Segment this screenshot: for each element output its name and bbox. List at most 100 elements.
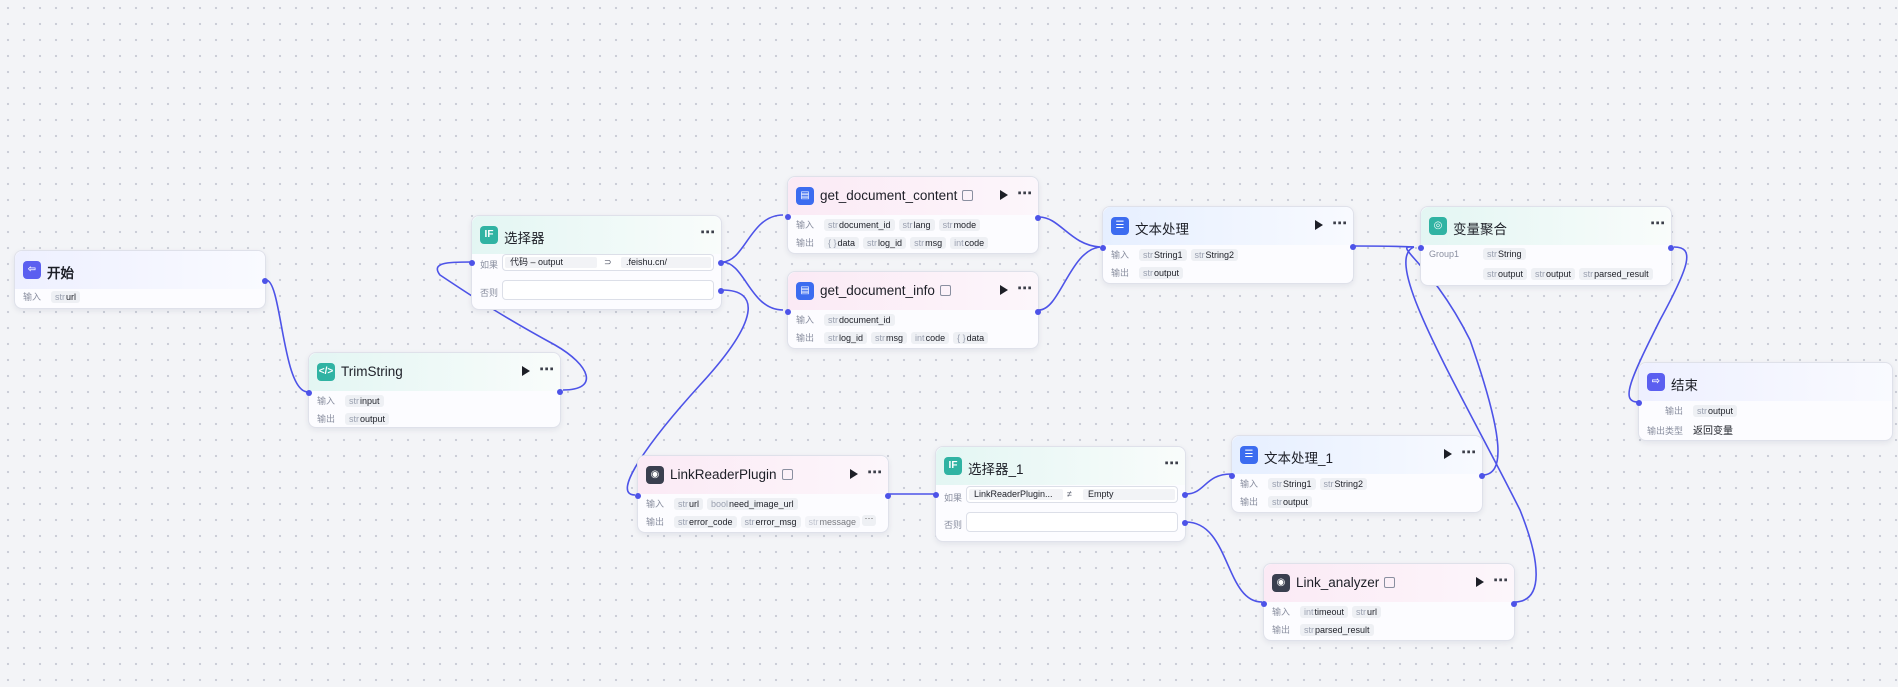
node-title: get_document_content: [820, 188, 958, 203]
var-tag: strString2: [1190, 249, 1239, 261]
input-port[interactable]: [306, 390, 312, 396]
var-tag: inttimeout: [1300, 606, 1349, 618]
else-box[interactable]: [502, 280, 714, 300]
input-port[interactable]: [785, 214, 791, 220]
output-port[interactable]: [885, 493, 891, 499]
play-icon[interactable]: [522, 366, 530, 376]
node-title: LinkReaderPlugin: [670, 467, 777, 482]
more-horizontal-icon[interactable]: ⋯: [1017, 280, 1033, 297]
if-label: 如果: [944, 493, 963, 503]
plugin-badge-icon: [781, 469, 793, 480]
output-port[interactable]: [1479, 473, 1485, 479]
if-output-port[interactable]: [718, 260, 724, 266]
more-horizontal-icon[interactable]: ⋯: [700, 224, 716, 241]
edge-start-trim: [265, 279, 309, 393]
var-tag: intcode: [950, 237, 989, 249]
input-port[interactable]: [933, 492, 939, 498]
document-plugin-icon: ▤: [796, 282, 814, 300]
var-tag: strurl: [1352, 606, 1382, 618]
else-output-port[interactable]: [718, 288, 724, 294]
play-icon[interactable]: [1000, 285, 1008, 295]
play-icon[interactable]: [1315, 220, 1323, 230]
var-tag: stroutput: [1139, 267, 1184, 279]
output-port[interactable]: [262, 278, 268, 284]
play-icon[interactable]: [1444, 449, 1452, 459]
else-box[interactable]: [966, 512, 1178, 532]
play-icon[interactable]: [1476, 577, 1484, 587]
input-port[interactable]: [1100, 245, 1106, 251]
more-horizontal-icon[interactable]: ⋯: [1017, 185, 1033, 202]
node-selector-1[interactable]: IF 选择器_1 ⋯ 如果 LinkReaderPlugin... ≠ Empt…: [933, 446, 1188, 542]
var-tag: strmsg: [871, 332, 908, 344]
else-label: 否则: [480, 288, 499, 298]
input-port[interactable]: [1418, 245, 1424, 251]
output-type-row: 输出类型返回变量: [1647, 426, 1733, 437]
edge-info-text: [1038, 246, 1101, 311]
input-port[interactable]: [1636, 400, 1642, 406]
output-port[interactable]: [1350, 244, 1356, 250]
var-tag: strerror_code: [674, 516, 737, 528]
condition-operator: ⊃: [604, 257, 612, 267]
if-icon: IF: [944, 457, 962, 475]
var-tag: strinput: [345, 395, 384, 407]
condition-row[interactable]: LinkReaderPlugin... ≠ Empty: [966, 486, 1178, 503]
var-tag: strdocument_id: [824, 219, 895, 231]
output-port[interactable]: [557, 389, 563, 395]
edge-selector1-text1: [1185, 473, 1232, 495]
input-port[interactable]: [1261, 601, 1267, 607]
output-port[interactable]: [1035, 215, 1041, 221]
else-output-port[interactable]: [1182, 520, 1188, 526]
var-tag: strmsg: [910, 237, 947, 249]
more-horizontal-icon[interactable]: ⋯: [1461, 444, 1477, 461]
output-port[interactable]: [1668, 245, 1674, 251]
input-port[interactable]: [635, 493, 641, 499]
var-tag: strerror_msg: [740, 516, 801, 528]
var-tag: strmessage: [804, 516, 861, 528]
input-port[interactable]: [785, 309, 791, 315]
output-port[interactable]: [1035, 309, 1041, 315]
more-horizontal-icon[interactable]: ⋯: [539, 361, 555, 378]
more-horizontal-icon[interactable]: ⋯: [1332, 215, 1348, 232]
more-outputs-icon[interactable]: ···: [862, 514, 876, 526]
output-port[interactable]: [1511, 601, 1517, 607]
more-horizontal-icon[interactable]: ⋯: [1164, 455, 1180, 472]
play-icon[interactable]: [1000, 190, 1008, 200]
var-tag: strlang: [898, 219, 935, 231]
more-horizontal-icon[interactable]: ⋯: [1650, 215, 1666, 232]
login-arrow-icon: ⇦: [23, 261, 41, 279]
more-horizontal-icon[interactable]: ⋯: [867, 464, 883, 481]
avatar-plugin-icon: ◉: [646, 466, 664, 484]
var-tag: { }data: [824, 237, 860, 249]
condition-row[interactable]: 代码 – output ⊃ .feishu.cn/: [502, 254, 714, 271]
more-horizontal-icon[interactable]: ⋯: [1493, 572, 1509, 589]
node-selector[interactable]: IF 选择器 ⋯ 如果 代码 – output ⊃ .feishu.cn/ 否则: [469, 215, 724, 310]
var-tag: strurl: [674, 498, 704, 510]
var-tag: strparsed_result: [1579, 268, 1653, 280]
if-output-port[interactable]: [1182, 492, 1188, 498]
output-type-value: 返回变量: [1693, 426, 1733, 437]
var-tag: strmode: [938, 219, 981, 231]
input-port[interactable]: [469, 260, 475, 266]
input-port[interactable]: [1229, 473, 1235, 479]
avatar-plugin-icon: ◉: [1272, 574, 1290, 592]
node-title: 选择器: [504, 231, 545, 246]
node-title: 结束: [1671, 378, 1698, 393]
play-icon[interactable]: [850, 469, 858, 479]
